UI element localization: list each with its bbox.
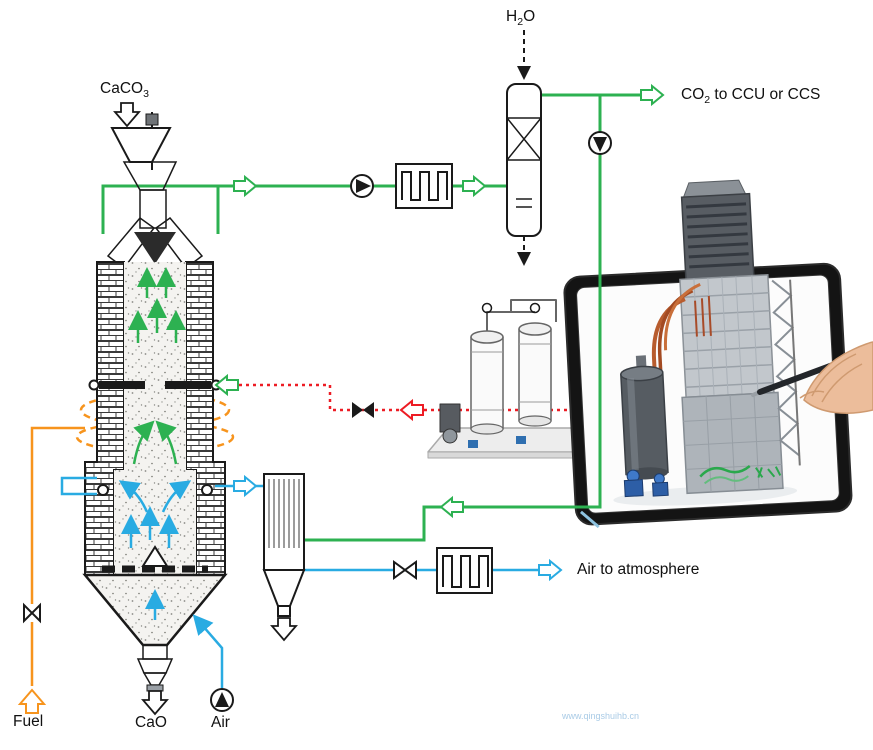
h2o-inlet-arrow-icon	[517, 66, 531, 80]
water-column	[506, 30, 542, 266]
air-nozzle-right	[201, 484, 213, 496]
recycle-valve-icon	[352, 402, 363, 418]
plant-pumps	[623, 469, 669, 498]
hand-with-stylus	[751, 341, 873, 414]
y-duct-wedge	[134, 232, 176, 264]
flow-arrow-green-2-icon	[462, 174, 487, 198]
flow-arrow-co2-out-icon	[640, 83, 665, 107]
column-drain-arrow-icon	[517, 252, 531, 266]
plant-pipes	[651, 282, 712, 441]
flow-arrow-air-out-icon	[538, 558, 563, 582]
calciner-vessel	[82, 102, 228, 716]
air-to-atmosphere-label: Air to atmosphere	[577, 561, 700, 578]
tablet-device	[563, 179, 853, 529]
filter-outlet	[277, 605, 291, 617]
fuel-valve-icon-2	[30, 602, 41, 624]
h2o-label: H2O	[506, 8, 536, 29]
recycle-valve-icon-2	[363, 402, 374, 418]
cooling-air-stub	[60, 476, 97, 496]
tank-1	[470, 330, 504, 435]
fuel-pipe	[30, 426, 85, 686]
flow-arrow-air-1-icon	[233, 474, 258, 498]
fuel-arrow-icon	[17, 688, 47, 714]
air-valve-icon	[393, 560, 407, 580]
plant-render	[613, 179, 801, 506]
grate-upper-left	[99, 381, 145, 389]
flow-arrow-into-kiln-icon	[214, 373, 239, 397]
kiln-top-tube	[139, 189, 167, 229]
flow-arrow-red-icon	[399, 398, 424, 422]
filter-bags	[268, 479, 300, 548]
plant-tower	[679, 179, 801, 495]
feed-arrow-icon	[113, 102, 141, 128]
air-label: Air	[211, 714, 230, 731]
air-inlet-pipe	[192, 614, 224, 688]
lance-port-left	[88, 379, 100, 391]
discharge-assembly	[136, 644, 174, 692]
plant-vessel	[620, 355, 669, 480]
handwheel-2	[529, 302, 541, 314]
co2-recycle-pipe	[304, 95, 602, 542]
watermark: www.qingshuihb.cn	[562, 711, 640, 721]
air-nozzle-left	[97, 484, 109, 496]
flow-arrow-green-1-icon	[233, 174, 258, 198]
fuel-label: Fuel	[13, 713, 44, 730]
air-valve-icon-2	[403, 560, 417, 580]
filter-cone	[262, 569, 306, 607]
hopper-actuator	[145, 113, 159, 126]
skid-pump-blue-1	[468, 440, 478, 448]
filter-dust-arrow-icon	[270, 617, 298, 642]
grate-upper-right	[165, 381, 211, 389]
flow-arrow-recycle-icon	[439, 495, 464, 519]
gas-up-arrows	[128, 267, 186, 465]
column-packing	[506, 117, 542, 208]
tablet-edge-accent	[579, 510, 600, 529]
caco3-label: CaCO3	[100, 80, 149, 101]
plant-stairs	[771, 279, 800, 457]
bag-filter	[262, 473, 306, 642]
pump-skid	[439, 403, 461, 433]
heat-exchanger-1-icon	[395, 163, 453, 209]
skid-pump-blue-2	[516, 436, 526, 444]
co2-product-label: CO2 to CCU or CCS	[681, 86, 821, 107]
feed-hopper	[110, 127, 172, 163]
kiln-cavity-upper	[124, 262, 186, 470]
handwheel-1	[481, 302, 493, 314]
distributor-cone	[141, 545, 169, 567]
equipment-3d-art	[427, 299, 599, 459]
fuel-valve-icon	[23, 602, 34, 624]
heat-exchanger-2-icon	[436, 547, 493, 594]
air-up-arrows	[118, 480, 192, 620]
cao-label: CaO	[135, 714, 167, 731]
brand-logo	[699, 465, 782, 485]
cao-arrow-icon	[141, 690, 169, 716]
tank-2	[518, 322, 552, 427]
hand	[803, 341, 873, 414]
